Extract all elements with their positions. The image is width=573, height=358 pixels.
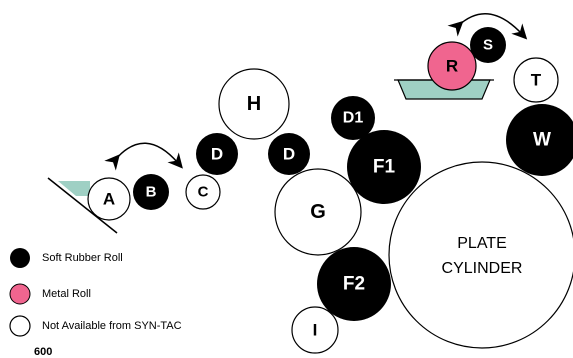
roll-d-right: [268, 133, 310, 175]
roll-f1: [347, 130, 421, 204]
roll-s: [470, 27, 506, 63]
doctor-blade: [47, 177, 118, 234]
roll-b: [133, 174, 169, 210]
roll-f1-label: F1: [373, 157, 396, 178]
roll-i-label: I: [313, 321, 318, 340]
roll-h-label: H: [247, 93, 261, 115]
roll-f2-label: F2: [343, 274, 365, 295]
plate-cylinder-label-2: CYLINDER: [442, 260, 523, 277]
roll-r-label: R: [446, 57, 458, 76]
roll-w-label: W: [533, 130, 551, 151]
roll-s-label: S: [483, 37, 493, 54]
legend-label-not-available: Not Available from SYN-TAC: [42, 320, 182, 332]
roll-g-label: G: [310, 201, 326, 223]
legend-label-soft-rubber: Soft Rubber Roll: [42, 252, 123, 264]
roll-a-label: A: [103, 190, 115, 209]
plate-cylinder: [388, 161, 573, 349]
fountain-left: [58, 181, 90, 196]
legend: Soft Rubber Roll Metal Roll Not Availabl…: [9, 248, 182, 337]
roll-g: [274, 168, 362, 256]
plate-cylinder-label-1: PLATE: [457, 235, 507, 252]
legend-swatch-soft-rubber: [10, 248, 30, 268]
legend-label-metal: Metal Roll: [42, 288, 91, 300]
roll-t: [513, 57, 559, 103]
oscillation-arrow-right: [447, 13, 528, 40]
roll-f2: [317, 247, 391, 321]
roll-b-label: B: [146, 184, 157, 201]
roll-w: [506, 104, 573, 176]
roll-d1: [331, 96, 375, 140]
roll-d-left: [196, 133, 238, 175]
roll-a: [87, 177, 131, 221]
roll-c: [185, 174, 221, 210]
roll-c-label: C: [198, 184, 209, 201]
roll-h: [218, 68, 290, 140]
roll-d-right-label: D: [283, 145, 295, 164]
roll-i: [291, 306, 339, 354]
roll-r: [427, 41, 477, 91]
oscillation-arrow-left: [104, 142, 183, 171]
roll-t-label: T: [531, 71, 542, 90]
roll-d-left-label: D: [211, 145, 223, 164]
legend-swatch-not-available: [9, 315, 31, 337]
legend-swatch-metal: [9, 283, 31, 305]
roll-d1-label: D1: [343, 110, 364, 127]
figure-number: 600: [34, 346, 52, 358]
